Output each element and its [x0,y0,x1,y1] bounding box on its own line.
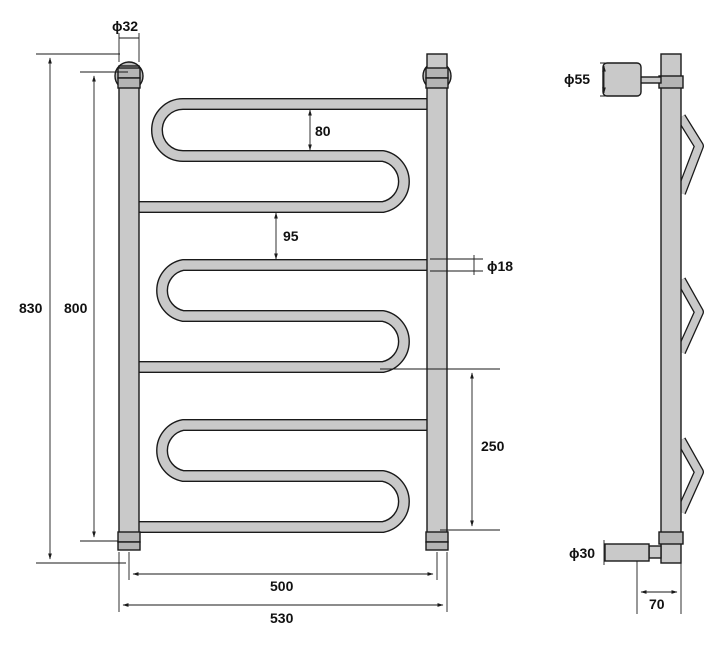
coil-lower [137,419,430,533]
label-height-830: 830 [19,300,43,316]
dim-spacing-95: 95 [274,212,299,260]
dim-spacing-250: 250 [380,368,505,531]
side-coil-profiles [676,114,704,515]
label-diameter-top: ϕ32 [112,18,138,34]
front-view: ϕ32 830 800 80 95 [19,18,513,626]
label-spacing-80: 80 [315,123,331,139]
dim-height-830: 830 [19,53,126,564]
label-diameter-connector: ϕ30 [569,545,595,561]
dim-diameter-connector: ϕ30 [569,540,612,565]
label-width-530: 530 [270,610,294,626]
coil-middle [137,259,430,373]
right-riser-pipe [422,53,452,551]
dim-width-500: 500 [128,552,438,594]
label-diameter-cap: ϕ55 [564,71,590,87]
dim-diameter-top: ϕ32 [112,18,140,62]
dim-diameter-tube: ϕ18 [430,255,513,275]
side-view: ϕ55 ϕ30 70 [564,53,704,614]
coil-upper [137,98,430,213]
dim-diameter-cap: ϕ55 [564,62,620,97]
label-spacing-250: 250 [481,438,505,454]
label-height-800: 800 [64,300,88,316]
dim-width-530: 530 [118,552,448,626]
label-spacing-95: 95 [283,228,299,244]
dim-depth-70: 70 [636,561,682,614]
side-top-cap [602,62,662,97]
side-riser-pipe [658,53,684,564]
dim-spacing-80: 80 [308,109,331,151]
left-riser-pipe [114,61,144,551]
label-width-500: 500 [270,578,294,594]
side-bottom-connector [604,543,662,562]
dim-height-800: 800 [64,71,128,542]
label-diameter-tube: ϕ18 [487,258,513,274]
label-depth-70: 70 [649,596,665,612]
